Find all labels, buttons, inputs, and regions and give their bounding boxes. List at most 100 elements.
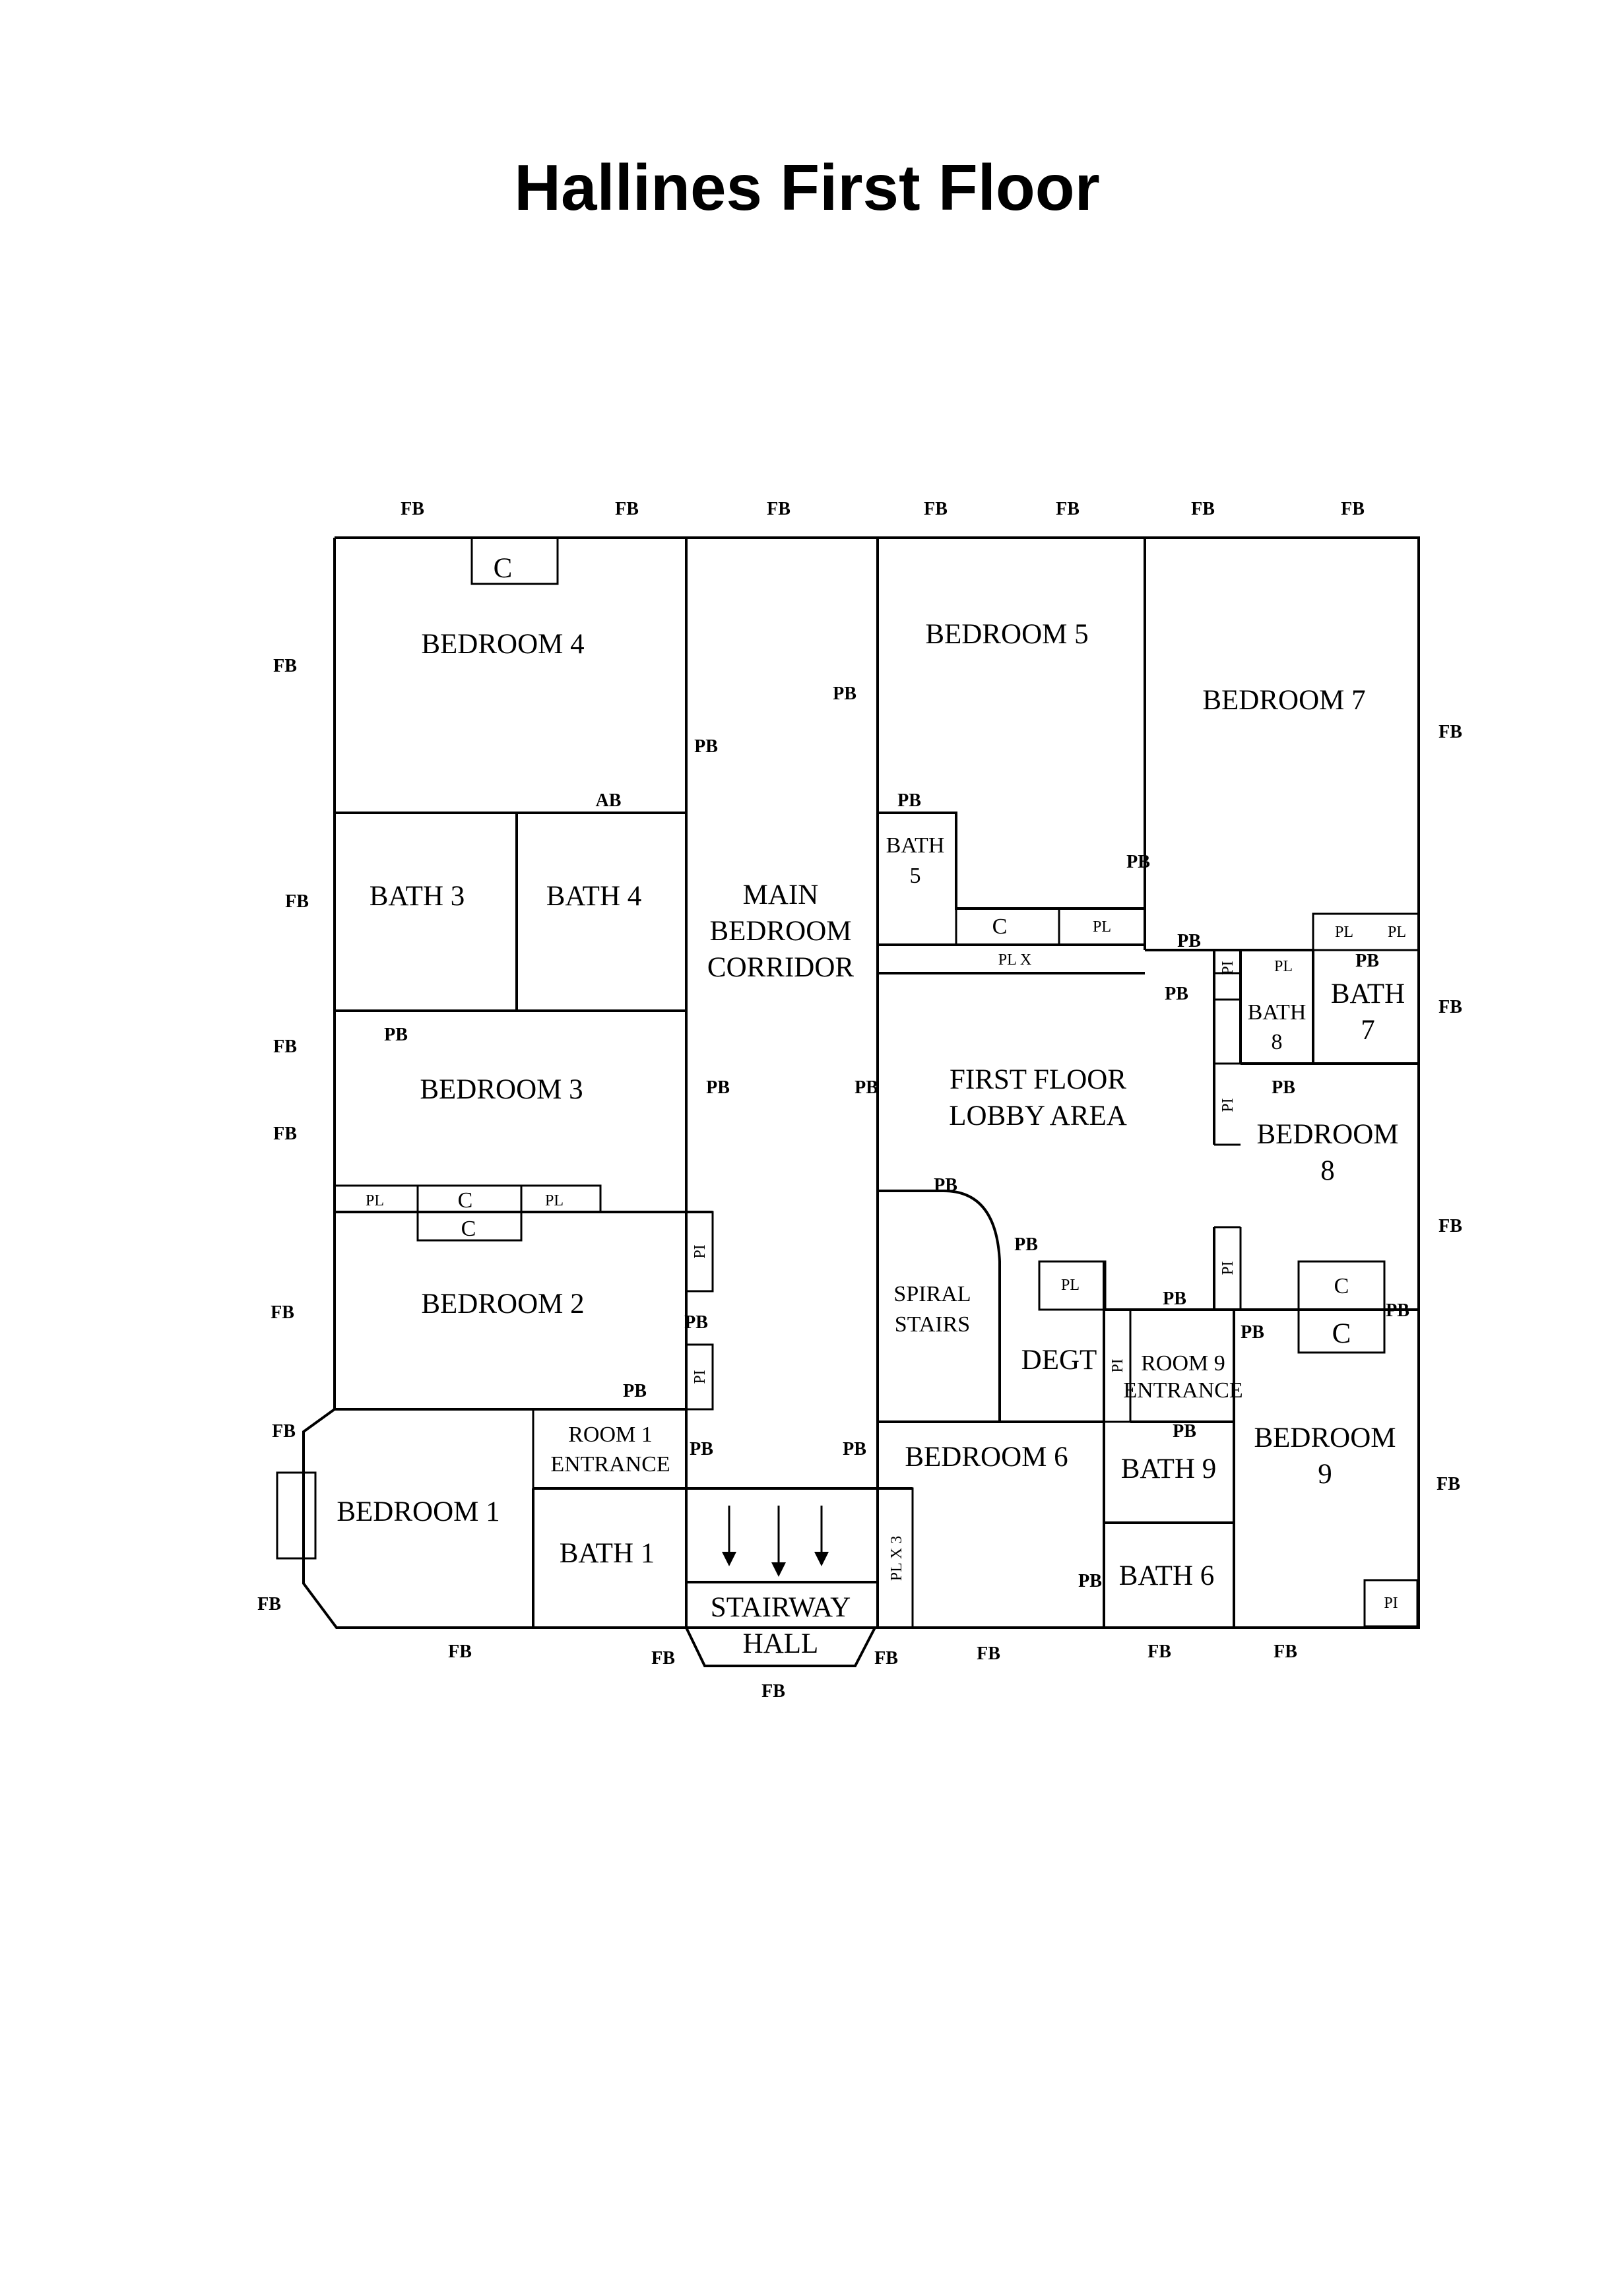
label-bedroom-7: BEDROOM 7 [1202,685,1365,716]
fb-tag: FB [273,656,297,676]
label-pi-bath-8-b: PI [1219,1098,1237,1112]
label-bedroom-8-1: BEDROOM [1256,1119,1398,1150]
label-room9-entrance-2: ENTRANCE [1123,1378,1243,1403]
label-pi-bath-8-a: PI [1219,961,1237,974]
pb-tag: PB [1014,1234,1038,1255]
label-corridor-3: CORRIDOR [707,952,855,983]
label-pl-bath-8: PL [1274,958,1293,975]
label-bedroom-6: BEDROOM 6 [905,1442,1068,1473]
walls [276,536,1420,1667]
label-room1-entrance-2: ENTRANCE [550,1452,670,1477]
pb-tag: PB [706,1077,730,1098]
fb-tag: FB [1341,499,1365,519]
fb-tag: FB [257,1594,281,1614]
label-pl-bedroom-7-b: PL [1388,924,1406,941]
label-bath-6: BATH 6 [1119,1560,1215,1591]
pb-tag: PB [384,1025,408,1045]
pb-tag: PB [690,1439,713,1459]
fb-tag: FB [272,1421,296,1442]
fb-tag: FB [401,499,424,519]
fb-tag: FB [1147,1642,1171,1662]
label-plx3: PL X 3 [888,1536,905,1581]
label-closet-bedroom-5: C [992,914,1008,939]
label-room1-entrance-1: ROOM 1 [568,1422,653,1447]
pb-tags: AB PB PB PB PB PB PB PB PB PB PB PB PB P… [384,684,1409,1591]
pb-tag: PB [1165,984,1188,1004]
label-closet-bedroom-3: C [458,1188,473,1213]
label-pi-bedroom-8: PI [1219,1261,1237,1275]
label-stairway-1: STAIRWAY [711,1592,851,1623]
label-corridor-2: BEDROOM [709,916,851,947]
label-bedroom-1: BEDROOM 1 [337,1496,500,1527]
label-room9-entrance-1: ROOM 9 [1141,1351,1225,1376]
pb-tag: PB [694,736,718,757]
label-bedroom-3: BEDROOM 3 [420,1074,583,1105]
label-pl-bedroom-3-a: PL [366,1192,384,1209]
label-closet-bedroom-4: C [494,553,513,584]
label-bedroom-8-2: 8 [1320,1155,1335,1186]
label-pl-degt: PL [1061,1277,1080,1294]
fb-tag: FB [1438,997,1462,1017]
label-pl-bedroom-7-a: PL [1335,924,1353,941]
fb-tag: FB [924,499,948,519]
pb-tag: PB [1177,931,1201,951]
fb-tag: FB [448,1642,472,1662]
fb-tag: FB [1436,1474,1460,1494]
fb-tag: FB [761,1681,785,1702]
label-bath-7-1: BATH [1331,978,1405,1009]
label-pl-bedroom-5: PL [1093,918,1111,936]
label-bath-4: BATH 4 [546,881,642,912]
label-bedroom-9-1: BEDROOM [1254,1422,1396,1453]
pb-tag: PB [897,790,921,811]
label-pi-room9: PI [1109,1358,1126,1372]
label-pi-bedroom-9: PI [1384,1595,1398,1612]
label-bedroom-4: BEDROOM 4 [421,629,584,660]
label-bath-8-2: 8 [1272,1030,1283,1054]
fb-tag: FB [1438,722,1462,742]
label-bedroom-5: BEDROOM 5 [925,619,1088,650]
label-pi-bedroom-2-b: PI [692,1370,709,1384]
label-spiral-1: SPIRAL [893,1282,971,1306]
page-title: Hallines First Floor [514,151,1100,224]
fb-tag: FB [1056,499,1080,519]
pb-tag: PB [833,684,856,704]
fb-tag: FB [1191,499,1215,519]
label-stairway-2: HALL [743,1628,819,1659]
label-closet-bedroom-2: C [461,1217,476,1241]
label-bath-1: BATH 1 [560,1538,655,1569]
label-bath-5-1: BATH [886,833,945,858]
label-pl-bedroom-3-b: PL [545,1192,564,1209]
pb-tag: PB [623,1381,647,1401]
pb-tag: PB [1241,1322,1264,1343]
label-plx: PL X [998,951,1031,969]
fb-tag: FB [767,499,791,519]
pb-tag: PB [1355,951,1379,971]
label-bedroom-2: BEDROOM 2 [421,1289,584,1320]
ab-tag: AB [596,790,622,811]
label-bath-9: BATH 9 [1121,1453,1217,1484]
fb-tag: FB [273,1036,297,1057]
fb-tag: FB [651,1648,675,1669]
fb-tag: FB [1438,1216,1462,1236]
label-bath-3: BATH 3 [370,881,465,912]
pb-tag: PB [1173,1421,1196,1442]
label-lobby-1: FIRST FLOOR [950,1064,1126,1095]
pb-tag: PB [1386,1300,1409,1321]
fb-tag: FB [285,891,309,912]
pb-tag: PB [1163,1289,1186,1309]
fb-tag: FB [615,499,639,519]
pb-tag: PB [684,1312,708,1333]
label-closet-bedroom-9: C [1332,1318,1351,1349]
pb-tag: PB [1126,852,1150,872]
pb-tag: PB [1078,1571,1102,1591]
label-spiral-2: STAIRS [895,1312,970,1337]
fb-tag: FB [273,1124,297,1144]
label-corridor-1: MAIN [743,879,819,910]
pb-tag: PB [934,1175,957,1196]
label-closet-bedroom-8: C [1334,1274,1349,1298]
fb-tag: FB [1274,1642,1297,1662]
label-bath-7-2: 7 [1361,1015,1375,1046]
label-bath-8-1: BATH [1248,1000,1307,1025]
label-lobby-2: LOBBY AREA [949,1100,1127,1132]
